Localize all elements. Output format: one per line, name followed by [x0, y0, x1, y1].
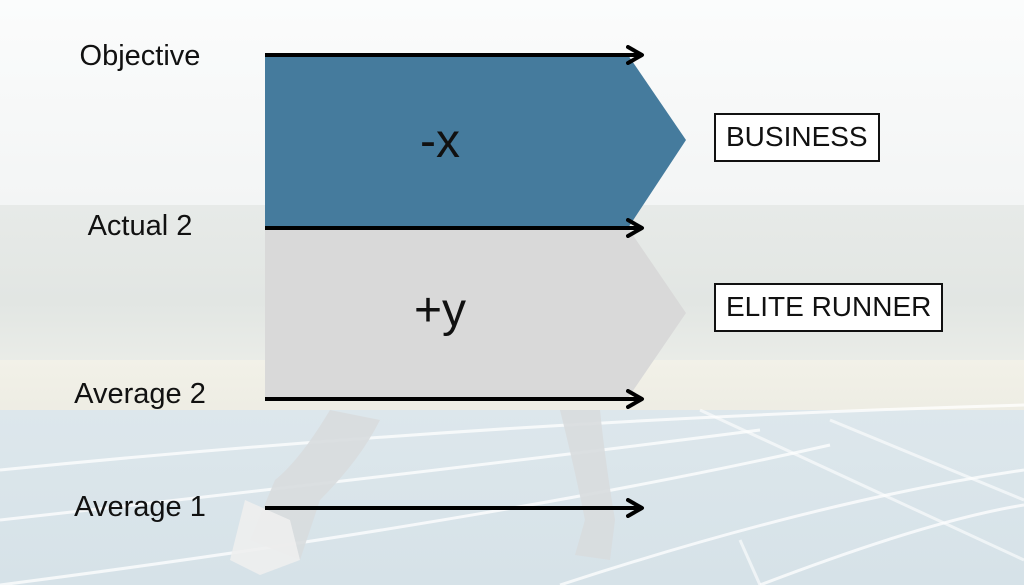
business-tag: BUSINESS — [714, 113, 880, 162]
row-label-average-2: Average 2 — [74, 378, 206, 410]
lower-gap-band — [265, 228, 686, 398]
background-track — [0, 410, 1024, 585]
row-label-objective: Objective — [79, 40, 201, 72]
row-label-average-1: Average 1 — [74, 491, 206, 523]
elite-runner-tag: ELITE RUNNER — [714, 283, 944, 332]
upper-gap-band — [265, 55, 686, 228]
row-label-actual-2: Actual 2 — [87, 210, 193, 242]
upper-band-label: -x — [420, 115, 460, 168]
lower-band-label: +y — [413, 284, 467, 337]
